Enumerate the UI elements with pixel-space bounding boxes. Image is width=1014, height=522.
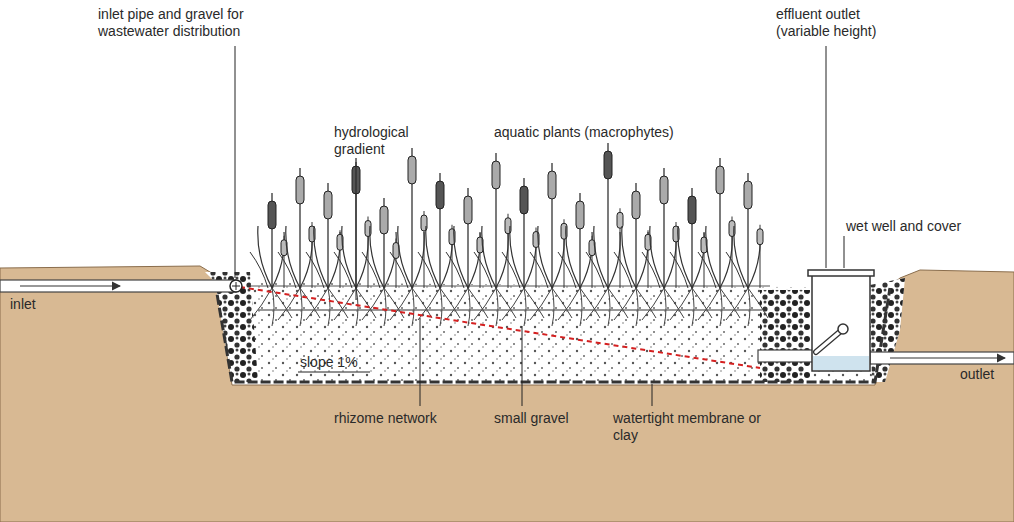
leader-line xyxy=(356,162,357,300)
distribution-pipe xyxy=(230,280,242,292)
label-text: wet well and cover xyxy=(846,218,1006,235)
leader-line xyxy=(522,326,523,406)
label-text: inlet xyxy=(10,296,36,313)
well-cover xyxy=(808,270,874,276)
label-text: slope 1% xyxy=(300,354,358,371)
well-gravel xyxy=(870,278,905,382)
outlet-arrow xyxy=(890,357,1005,358)
collection-pipe xyxy=(758,350,814,362)
wet-well xyxy=(812,275,870,371)
small-gravel-fill xyxy=(215,282,890,382)
label-text: effluent outlet (variable height) xyxy=(776,6,916,40)
label-text: hydrological gradient xyxy=(334,124,434,158)
leader-line xyxy=(235,46,236,278)
well-gravel-stones xyxy=(870,278,905,382)
slope-underline xyxy=(298,372,370,373)
label-text: outlet xyxy=(960,366,994,383)
outlet-pipe xyxy=(870,352,1014,364)
watertight-membrane xyxy=(215,282,890,382)
outlet-gravel-stones xyxy=(760,290,810,382)
basin xyxy=(215,282,890,382)
ground xyxy=(0,266,1014,522)
leader-line xyxy=(844,236,845,268)
leader-line xyxy=(420,318,421,406)
leader-line xyxy=(826,46,827,268)
label-text: aquatic plants (macrophytes) xyxy=(494,124,734,141)
inlet-pipe xyxy=(0,280,236,292)
macrophytes xyxy=(250,143,768,326)
label-text: small gravel xyxy=(494,410,569,427)
label-text: watertight membrane or clay xyxy=(613,410,763,444)
label-text: rhizome network xyxy=(334,410,437,427)
variable-outlet-pipe xyxy=(816,330,842,352)
leader-line xyxy=(652,384,653,406)
inlet-arrow xyxy=(20,285,120,286)
label-text: inlet pipe and gravel for wastewater dis… xyxy=(98,6,303,40)
outlet-gravel xyxy=(760,290,810,382)
well-water xyxy=(813,356,869,370)
